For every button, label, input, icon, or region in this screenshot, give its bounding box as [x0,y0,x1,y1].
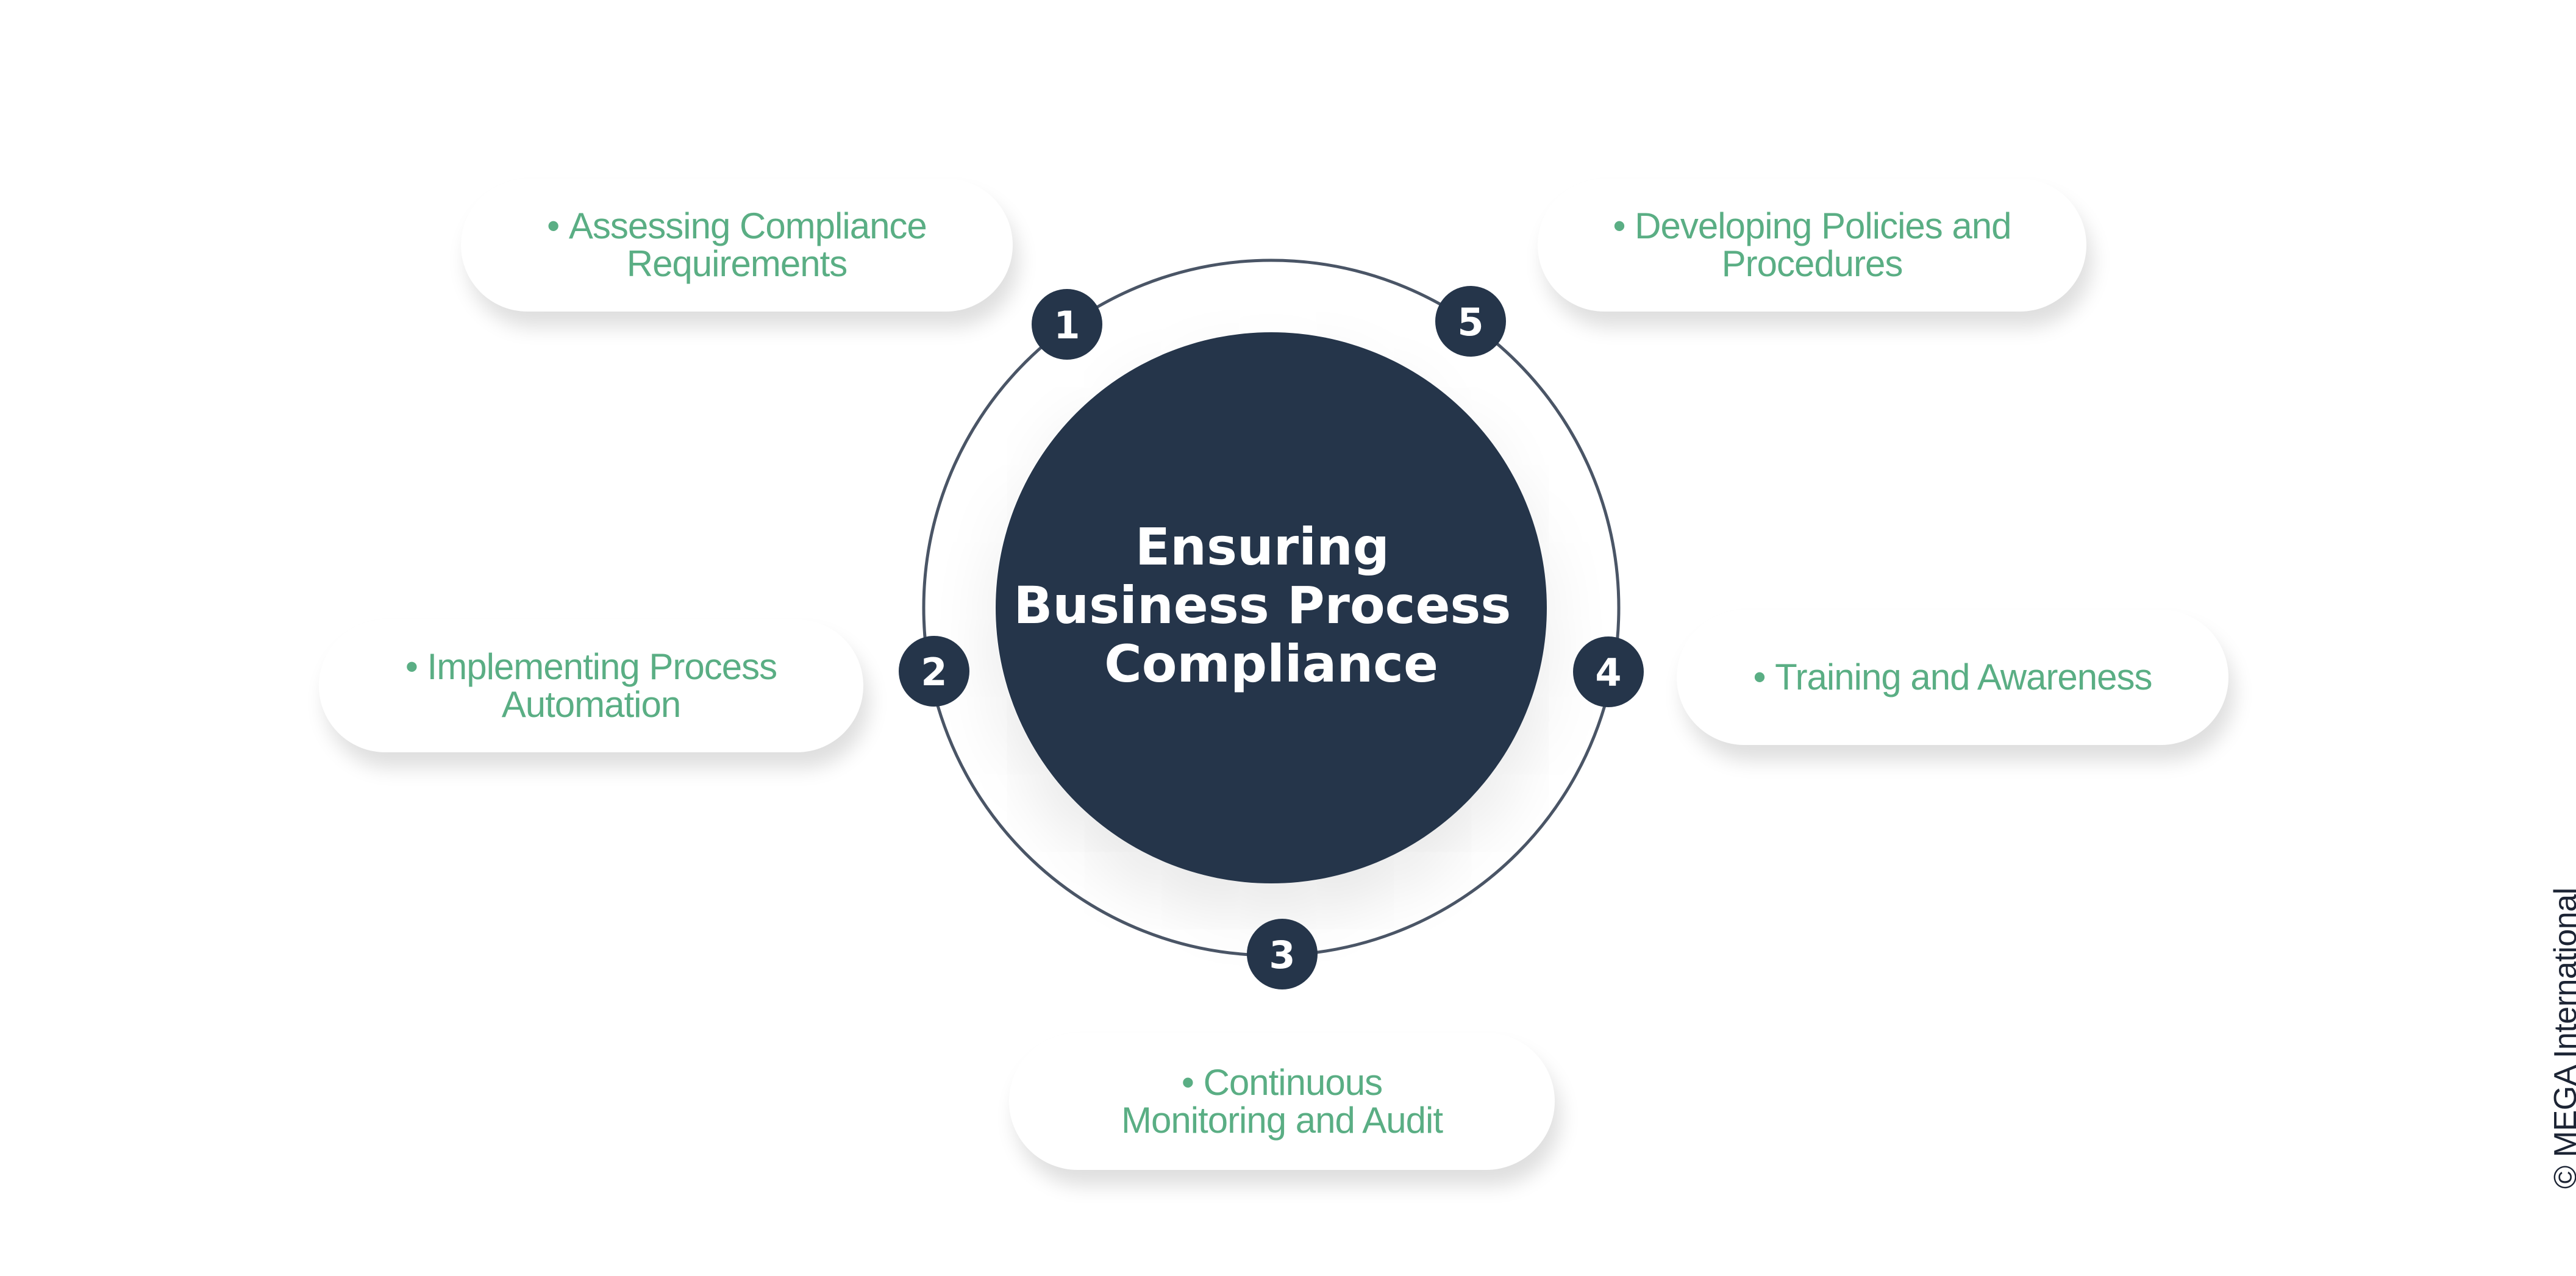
step-4-number: 4 [1595,650,1621,695]
step-5-card: Developing Policies and Procedures [1538,179,2086,312]
step-2-card: Implementing Process Automation [319,619,863,752]
step-1-number: 1 [1054,303,1080,348]
step-3-label: Continuous Monitoring and Audit [1121,1063,1443,1139]
center-title-line-1: Ensuring [1135,517,1390,577]
step-5-number: 5 [1457,300,1483,344]
step-4-card: Training and Awareness [1677,610,2228,745]
step-2-marker: 2 [899,636,969,707]
step-3-number: 3 [1269,933,1295,977]
step-5-label: Developing Policies and Procedures [1538,207,2086,283]
step-2-number: 2 [921,650,947,694]
step-4-marker: 4 [1573,636,1644,707]
step-1-card: Assessing Compliance Requirements [461,179,1013,312]
step-1-label: Assessing Compliance Requirements [461,207,1013,283]
center-title-line-3: Compliance [1104,634,1438,694]
step-1-marker: 1 [1032,289,1102,360]
copyright-notice: © MEGA International [2548,888,2576,1189]
center-title-line-2: Business Process [1013,576,1511,635]
step-4-label: Training and Awareness [1753,658,2152,696]
step-2-label: Implementing Process Automation [319,648,863,724]
step-3-card: Continuous Monitoring and Audit [1009,1033,1555,1170]
step-5-marker: 5 [1435,286,1506,357]
center-circle [996,332,1547,883]
center-title: Ensuring Business Process Compliance [1013,517,1529,694]
step-3-marker: 3 [1247,919,1318,989]
